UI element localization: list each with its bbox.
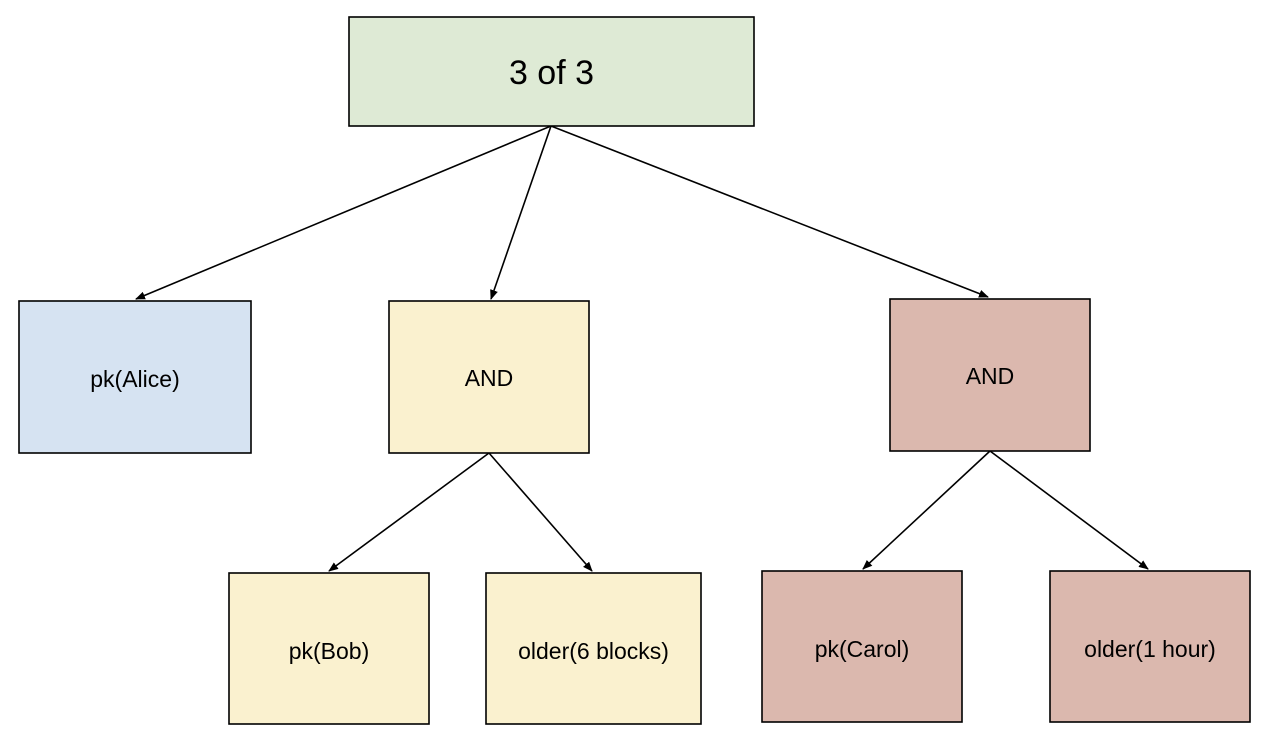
node-alice-label: pk(Alice): [90, 366, 179, 392]
node-older-blocks-box: [485, 572, 702, 725]
node-and-bob-label: AND: [465, 365, 514, 391]
edge-root-to-and-bob: [490, 125, 552, 300]
edge-and-bob-to-older-blocks: [488, 452, 593, 572]
node-root-label: 3 of 3: [509, 54, 594, 92]
edge-root-to-and-carol: [550, 125, 989, 298]
node-root-box: [348, 16, 755, 127]
node-and-carol-box: [889, 298, 1091, 452]
edge-and-bob-to-bob: [328, 452, 490, 572]
edge-and-carol-to-carol: [862, 450, 991, 570]
node-carol: pk(Carol): [761, 570, 963, 723]
node-older-blocks-label: older(6 blocks): [518, 638, 669, 664]
node-root: 3 of 3: [348, 16, 755, 127]
node-alice-box: [18, 300, 252, 454]
edge-root-to-alice: [135, 125, 552, 300]
node-bob-box: [228, 572, 430, 725]
node-carol-box: [761, 570, 963, 723]
edges: [135, 125, 1149, 572]
node-older-hour-box: [1049, 570, 1251, 723]
node-alice: pk(Alice): [18, 300, 252, 454]
node-older-blocks: older(6 blocks): [485, 572, 702, 725]
node-older-hour: older(1 hour): [1049, 570, 1251, 723]
node-and-carol: AND: [889, 298, 1091, 452]
node-and-bob-box: [388, 300, 590, 454]
node-bob-label: pk(Bob): [289, 638, 370, 664]
node-and-bob: AND: [388, 300, 590, 454]
node-and-carol-label: AND: [966, 363, 1015, 389]
node-older-hour-label: older(1 hour): [1084, 636, 1216, 662]
node-bob: pk(Bob): [228, 572, 430, 725]
edge-and-carol-to-older-hour: [989, 450, 1149, 570]
node-carol-label: pk(Carol): [815, 636, 910, 662]
